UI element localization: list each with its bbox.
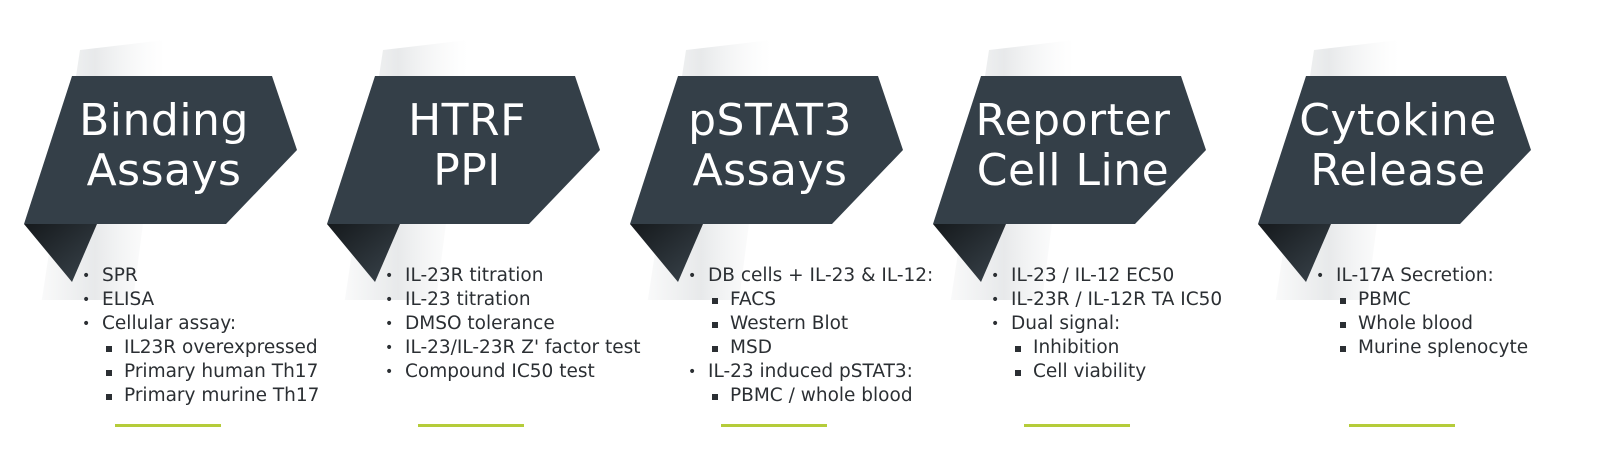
list-item-text: IL-17A Secretion:: [1336, 265, 1494, 286]
list-item: IL-23 / IL-12 EC50: [989, 264, 1222, 288]
banner-shape: [630, 40, 903, 300]
list-item: Compound IC50 test: [383, 360, 641, 384]
panel-title-line: Cell Line: [976, 145, 1170, 196]
list-item-text: Cellular assay:: [102, 313, 237, 334]
bullet-list: SPRELISACellular assay:IL23R overexpress…: [80, 264, 319, 408]
panel-title-line: Release: [1310, 145, 1486, 196]
sub-list-item: IL23R overexpressed: [102, 336, 319, 360]
panel-title-line: Binding: [79, 95, 249, 146]
banner-shape: [933, 40, 1206, 300]
banner-fold: [1258, 224, 1331, 282]
sub-list: PBMC / whole blood: [708, 384, 933, 408]
list-item: IL-23R / IL-12R TA IC50: [989, 288, 1222, 312]
sub-list-item: Whole blood: [1336, 312, 1528, 336]
panel-title-line: Assays: [692, 145, 848, 196]
sub-list-item: Cell viability: [1011, 360, 1222, 384]
panel-title-line: PPI: [433, 145, 501, 196]
list-item-text: DB cells + IL-23 & IL-12:: [708, 265, 934, 286]
accent-underline: [721, 424, 827, 427]
list-item-text: IL-23 induced pSTAT3:: [708, 361, 913, 382]
banner-fold: [630, 224, 703, 282]
banner-shape: [24, 40, 297, 300]
list-item-text: IL-23 / IL-12 EC50: [1011, 265, 1175, 286]
list-item: IL-23/IL-23R Z' factor test: [383, 336, 641, 360]
banner-body: [933, 76, 1206, 224]
list-item-text: IL-23/IL-23R Z' factor test: [405, 337, 641, 358]
panel-title-line: Assays: [86, 145, 242, 196]
banner-shape: [327, 40, 600, 300]
bullet-list: IL-23R titrationIL-23 titrationDMSO tole…: [383, 264, 641, 384]
list-item-text: IL-23 titration: [405, 289, 531, 310]
list-item-text: IL-23R titration: [405, 265, 544, 286]
sub-list-item: MSD: [708, 336, 933, 360]
panel-title-line: Reporter: [975, 95, 1171, 146]
sub-list-item: PBMC: [1336, 288, 1528, 312]
panel-title-line: pSTAT3: [688, 95, 852, 146]
panel-title-line: HTRF: [408, 95, 526, 146]
banner-body: [24, 76, 297, 224]
accent-underline: [418, 424, 524, 427]
list-item: IL-23 induced pSTAT3:PBMC / whole blood: [686, 360, 933, 408]
sub-list-item: Western Blot: [708, 312, 933, 336]
sub-list-item: PBMC / whole blood: [708, 384, 933, 408]
banner-shape: [1258, 40, 1531, 300]
banner-fold: [24, 224, 97, 282]
list-item-text: ELISA: [102, 289, 155, 310]
banner-fold: [933, 224, 1006, 282]
panel-title-line: Cytokine: [1299, 95, 1497, 146]
list-item: DMSO tolerance: [383, 312, 641, 336]
sub-list-item: Primary human Th17: [102, 360, 319, 384]
sub-list-item: Primary murine Th17: [102, 384, 319, 408]
accent-underline: [1024, 424, 1130, 427]
accent-underline: [115, 424, 221, 427]
list-item-text: Compound IC50 test: [405, 361, 595, 382]
sub-list-item: FACS: [708, 288, 933, 312]
bullet-list: IL-23 / IL-12 EC50IL-23R / IL-12R TA IC5…: [989, 264, 1222, 384]
list-item: IL-23R titration: [383, 264, 641, 288]
list-item-text: SPR: [102, 265, 138, 286]
list-item-text: Dual signal:: [1011, 313, 1121, 334]
list-item: Cellular assay:IL23R overexpressedPrimar…: [80, 312, 319, 408]
list-item: IL-23 titration: [383, 288, 641, 312]
list-item-text: IL-23R / IL-12R TA IC50: [1011, 289, 1223, 310]
banner-body: [327, 76, 600, 224]
banner-body: [1258, 76, 1531, 224]
banner-fold: [327, 224, 400, 282]
sub-list-item: Murine splenocyte: [1336, 336, 1528, 360]
sub-list-item: Inhibition: [1011, 336, 1222, 360]
banner-body: [630, 76, 903, 224]
list-item-text: DMSO tolerance: [405, 313, 555, 334]
accent-underline: [1349, 424, 1455, 427]
list-item: ELISA: [80, 288, 319, 312]
list-item: SPR: [80, 264, 319, 288]
